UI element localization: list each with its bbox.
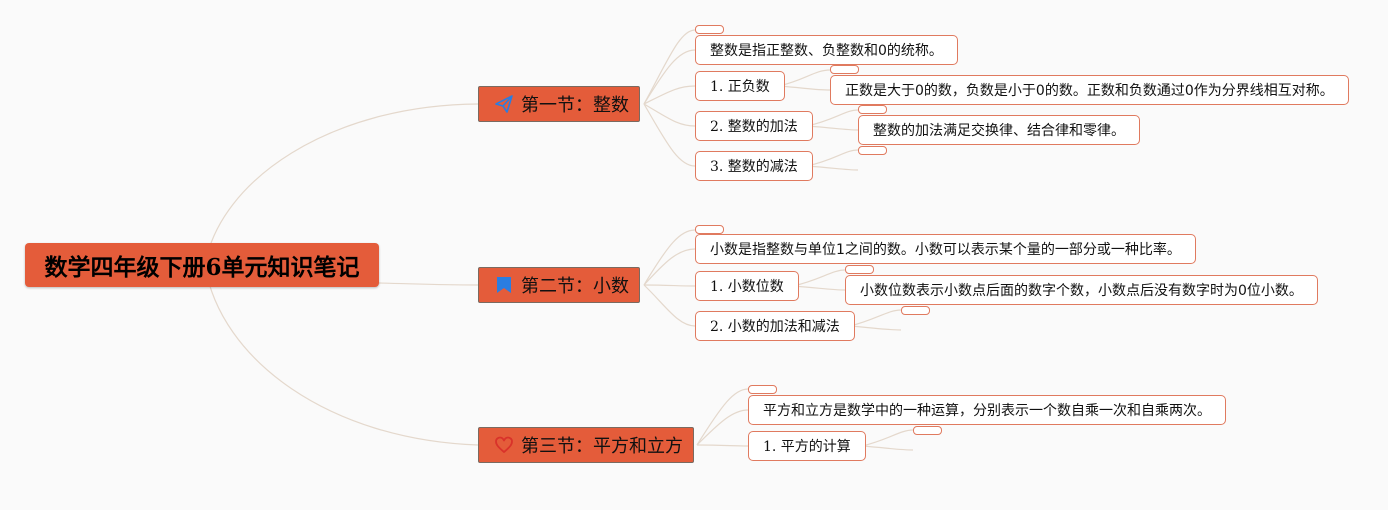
section-label: 第一节：整数 — [521, 95, 629, 116]
item-label: 1. 小数位数 — [710, 279, 784, 295]
link-i2-detail — [806, 125, 859, 131]
empty-tag[interactable] — [748, 385, 777, 394]
summary-node[interactable]: 整数是指正整数、负整数和0的统称。 — [695, 35, 958, 65]
item-node[interactable]: 1. 小数位数 — [695, 271, 799, 301]
link-s1-i3 — [643, 103, 696, 167]
empty-tag[interactable] — [913, 426, 942, 435]
link-root-s2 — [378, 282, 479, 286]
root-topic-label: 数学四年级下册6单元知识笔记 — [44, 254, 360, 281]
link-s2-tag — [643, 229, 696, 286]
bookmark-icon — [493, 274, 515, 296]
link-s3-i1 — [696, 444, 749, 447]
detail-node[interactable]: 正数是大于0的数，负数是小于0的数。正数和负数通过0作为分界线相互对称。 — [830, 75, 1349, 105]
empty-tag[interactable] — [858, 105, 887, 114]
summary-text: 整数是指正整数、负整数和0的统称。 — [710, 43, 943, 59]
link-s3i1-tag — [861, 429, 914, 447]
link-s1-i1 — [643, 85, 696, 105]
link-s3-summary — [696, 409, 749, 446]
item-node[interactable]: 1. 平方的计算 — [748, 431, 866, 461]
section-label: 第三节：平方和立方 — [521, 436, 683, 457]
link-i1-detail — [778, 85, 831, 91]
summary-text: 平方和立方是数学中的一种运算，分别表示一个数自乘一次和自乘两次。 — [763, 403, 1211, 419]
link-s1-i2 — [643, 103, 696, 127]
empty-tag[interactable] — [858, 146, 887, 155]
detail-text: 小数位数表示小数点后面的数字个数，小数点后没有数字时为0位小数。 — [860, 283, 1303, 299]
link-s2-summary — [643, 248, 696, 286]
link-i3-tail — [806, 165, 859, 171]
root-topic[interactable]: 数学四年级下册6单元知识笔记 — [25, 243, 379, 287]
summary-node[interactable]: 平方和立方是数学中的一种运算，分别表示一个数自乘一次和自乘两次。 — [748, 395, 1226, 425]
empty-tag[interactable] — [695, 25, 724, 34]
link-s3-tag — [696, 388, 749, 446]
item-node[interactable]: 1. 正负数 — [695, 71, 785, 101]
link-s2i2-tail — [849, 325, 902, 331]
link-s3i1-tail — [861, 445, 914, 451]
link-i1-tag — [778, 69, 831, 87]
detail-text: 整数的加法满足交换律、结合律和零律。 — [873, 123, 1125, 139]
link-i3-tag — [806, 149, 859, 167]
item-node[interactable]: 3. 整数的减法 — [695, 151, 813, 181]
link-s2-i1 — [643, 284, 696, 287]
item-label: 1. 正负数 — [710, 79, 770, 95]
item-label: 3. 整数的减法 — [710, 159, 798, 175]
summary-node[interactable]: 小数是指整数与单位1之间的数。小数可以表示某个量的一部分或一种比率。 — [695, 234, 1196, 264]
link-s2i2-tag — [849, 309, 902, 327]
link-s2i1-tag — [792, 269, 846, 287]
empty-tag[interactable] — [830, 65, 859, 74]
link-s2i1-detail — [792, 285, 846, 291]
item-node[interactable]: 2. 整数的加法 — [695, 111, 813, 141]
empty-tag[interactable] — [695, 225, 724, 234]
heart-icon — [493, 434, 515, 456]
link-s2-i2 — [643, 284, 696, 327]
link-i2-tag — [806, 109, 859, 127]
paper-plane-icon — [493, 93, 515, 115]
empty-tag[interactable] — [845, 265, 874, 274]
link-s1-tag — [643, 29, 696, 105]
summary-text: 小数是指整数与单位1之间的数。小数可以表示某个量的一部分或一种比率。 — [710, 242, 1181, 258]
item-node[interactable]: 2. 小数的加法和减法 — [695, 311, 855, 341]
detail-node[interactable]: 整数的加法满足交换律、结合律和零律。 — [858, 115, 1140, 145]
section-label: 第二节：小数 — [521, 276, 629, 297]
detail-text: 正数是大于0的数，负数是小于0的数。正数和负数通过0作为分界线相互对称。 — [845, 83, 1334, 99]
item-label: 2. 整数的加法 — [710, 119, 798, 135]
link-s1-summary — [643, 49, 696, 105]
item-label: 2. 小数的加法和减法 — [710, 319, 840, 335]
item-label: 1. 平方的计算 — [763, 439, 851, 455]
link-root-s3 — [204, 264, 479, 446]
detail-node[interactable]: 小数位数表示小数点后面的数字个数，小数点后没有数字时为0位小数。 — [845, 275, 1318, 305]
section-squares-cubes[interactable]: 第三节：平方和立方 — [478, 427, 694, 463]
link-root-s1 — [204, 103, 479, 266]
empty-tag[interactable] — [901, 306, 930, 315]
section-decimals[interactable]: 第二节：小数 — [478, 267, 640, 303]
section-integers[interactable]: 第一节：整数 — [478, 86, 640, 122]
